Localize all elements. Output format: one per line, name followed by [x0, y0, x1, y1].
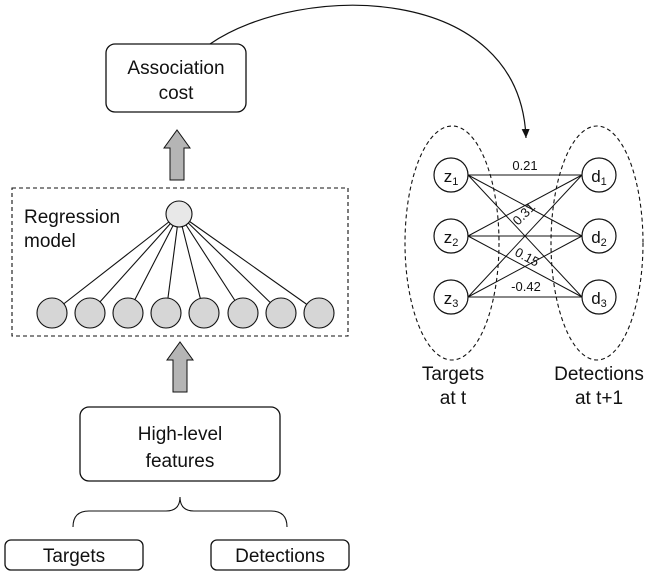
- targets-group-label-line2: at t: [440, 388, 467, 409]
- cost-to-graph-arrow: [209, 4, 530, 139]
- edge-z3-d1: [467, 174, 583, 298]
- target-node-z3: [433, 279, 469, 315]
- regression-model-box: [11, 187, 349, 337]
- detection-node-d1: [581, 157, 617, 193]
- detections-input-label: Detections: [235, 546, 325, 567]
- detection-node-d2-label: d2: [591, 228, 607, 249]
- detection-node-d1-label: d1: [591, 167, 607, 188]
- input-nodes: [36, 297, 335, 329]
- regression-model-line1: Regression: [24, 207, 120, 228]
- detections-group-label-line1: Detections: [554, 364, 644, 385]
- target-node-z3-label: z3: [444, 289, 459, 310]
- association-cost-box: [105, 43, 247, 113]
- targets-input-label: Targets: [43, 546, 105, 567]
- target-node-z2-label: z2: [444, 228, 459, 249]
- targets-group-label-line1: Targets: [422, 364, 484, 385]
- association-cost-line2: cost: [159, 83, 195, 104]
- weight-label-neg-0-42: -0.42: [511, 279, 541, 294]
- target-node-z1-label: z1: [444, 167, 459, 188]
- edge-z3-d2: [467, 235, 583, 298]
- input-node: [36, 297, 68, 329]
- input-node: [112, 297, 144, 329]
- high-level-features-line2: features: [146, 451, 215, 472]
- input-node: [188, 297, 220, 329]
- association-cost-line1: Association: [127, 58, 224, 79]
- detections-group-ellipse: [550, 125, 644, 361]
- detection-node-d2: [581, 218, 617, 254]
- targets-group-ellipse: [404, 125, 500, 361]
- regression-model-line2: model: [24, 231, 76, 252]
- targets-input-box: [4, 539, 144, 571]
- up-arrow-to-regression: [166, 341, 194, 393]
- target-node-z2: [433, 218, 469, 254]
- network-edges: [51, 213, 320, 314]
- input-node: [150, 297, 182, 329]
- output-node: [165, 200, 193, 228]
- detections-input-box: [210, 539, 350, 571]
- detection-node-d3-label: d3: [591, 289, 607, 310]
- high-level-features-box: [79, 406, 281, 482]
- input-node: [227, 297, 259, 329]
- edge-z2-d1: [467, 174, 583, 237]
- detection-node-d3: [581, 279, 617, 315]
- target-node-z1: [433, 157, 469, 193]
- input-node: [303, 297, 335, 329]
- weight-label-0-21: 0.21: [512, 158, 537, 173]
- input-node: [265, 297, 297, 329]
- input-node: [74, 297, 106, 329]
- detections-group-label-line2: at t+1: [575, 388, 623, 409]
- curly-brace: [72, 496, 288, 528]
- bipartite-edges: [467, 174, 583, 298]
- up-arrow-to-cost: [163, 129, 191, 181]
- high-level-features-line1: High-level: [138, 424, 222, 445]
